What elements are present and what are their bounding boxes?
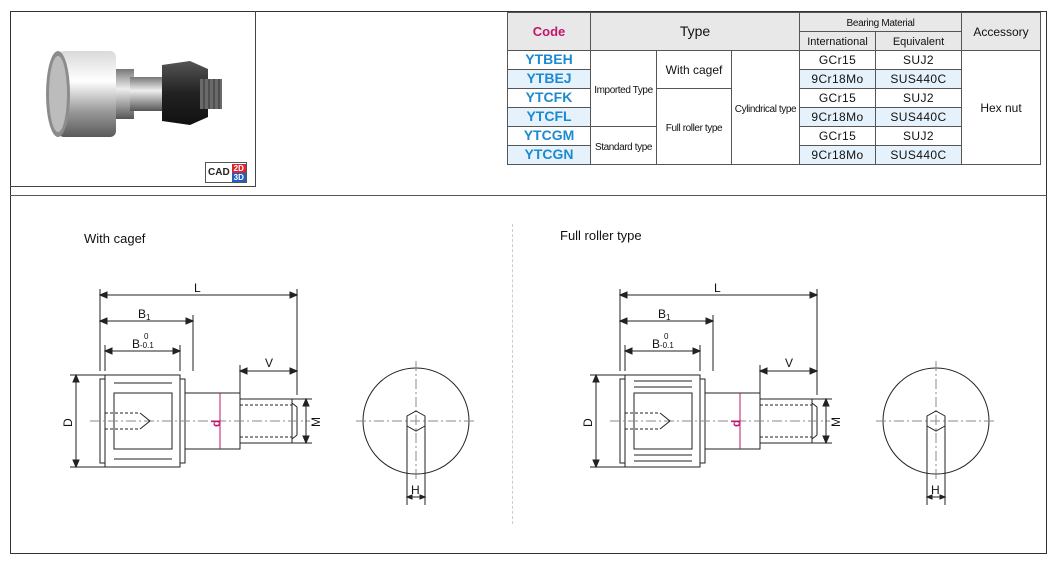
- type-with-cagef: With cagef: [656, 50, 732, 89]
- dim-B: B: [652, 337, 660, 351]
- product-photo-box: [10, 11, 256, 187]
- type-standard: Standard type: [590, 126, 657, 165]
- drawing-full-roller: L B1 B 0 -0.1 V D d M H: [581, 281, 996, 505]
- material-equivalent: SUJ2: [875, 88, 962, 108]
- material-international: 9Cr18Mo: [799, 107, 876, 127]
- header-code: Code: [507, 12, 591, 51]
- material-equivalent: SUS440C: [875, 107, 962, 127]
- spec-table: Code Type Bearing Material Accessory Int…: [507, 12, 1041, 165]
- drawing-with-cagef: L B1 B 0 -0.1 V D d M H: [61, 281, 476, 505]
- material-equivalent: SUJ2: [875, 50, 962, 70]
- code-cell[interactable]: YTBEH: [507, 50, 591, 70]
- drawing-separator: [512, 224, 513, 524]
- dim-D: D: [61, 418, 75, 427]
- header-bearing-material: Bearing Material: [799, 12, 962, 32]
- dim-B-tol-upper: 0: [664, 332, 669, 341]
- material-equivalent: SUJ2: [875, 126, 962, 146]
- dim-B-tol-upper: 0: [144, 332, 149, 341]
- cad-badge[interactable]: CAD 2D 3D: [205, 162, 247, 183]
- code-cell[interactable]: YTCFL: [507, 107, 591, 127]
- material-international: GCr15: [799, 50, 876, 70]
- material-international: GCr15: [799, 88, 876, 108]
- material-equivalent: SUS440C: [875, 69, 962, 89]
- code-cell[interactable]: YTCGM: [507, 126, 591, 146]
- code-cell[interactable]: YTBEJ: [507, 69, 591, 89]
- drawing-title-full-roller: Full roller type: [560, 228, 642, 243]
- dim-M: M: [309, 417, 323, 427]
- header-equivalent: Equivalent: [875, 31, 962, 51]
- dim-B1: B1: [658, 307, 671, 322]
- header-type: Type: [590, 12, 800, 51]
- cad-label: CAD: [208, 167, 230, 178]
- type-cylindrical: Cylindrical type: [731, 50, 800, 165]
- dim-V: V: [785, 356, 793, 370]
- dim-d: d: [209, 420, 223, 427]
- dim-L: L: [714, 281, 721, 295]
- code-cell[interactable]: YTCGN: [507, 145, 591, 165]
- accessory-hex-nut: Hex nut: [961, 50, 1041, 165]
- dim-L: L: [194, 281, 201, 295]
- cad-3d-label: 3D: [231, 172, 246, 182]
- product-photo: [46, 51, 222, 137]
- code-cell[interactable]: YTCFK: [507, 88, 591, 108]
- dim-H: H: [411, 483, 420, 497]
- material-equivalent: SUS440C: [875, 145, 962, 165]
- drawing-title-with-cagef: With cagef: [84, 231, 146, 246]
- material-international: 9Cr18Mo: [799, 145, 876, 165]
- dim-H: H: [931, 483, 940, 497]
- outer-frame: [10, 11, 1047, 554]
- section-divider: [10, 195, 1047, 196]
- dim-M: M: [829, 417, 843, 427]
- type-imported: Imported Type: [590, 50, 657, 127]
- cad-2d-label: 2D: [231, 163, 246, 173]
- material-international: GCr15: [799, 126, 876, 146]
- dim-V: V: [265, 356, 273, 370]
- header-accessory: Accessory: [961, 12, 1041, 51]
- dim-B: B: [132, 337, 140, 351]
- type-full-roller: Full roller type: [656, 88, 732, 165]
- dim-d: d: [729, 420, 743, 427]
- dim-D: D: [581, 418, 595, 427]
- header-international: International: [799, 31, 876, 51]
- dim-B1: B1: [138, 307, 151, 322]
- material-international: 9Cr18Mo: [799, 69, 876, 89]
- dim-B-tol-lower: -0.1: [140, 341, 154, 350]
- dim-B-tol-lower: -0.1: [660, 341, 674, 350]
